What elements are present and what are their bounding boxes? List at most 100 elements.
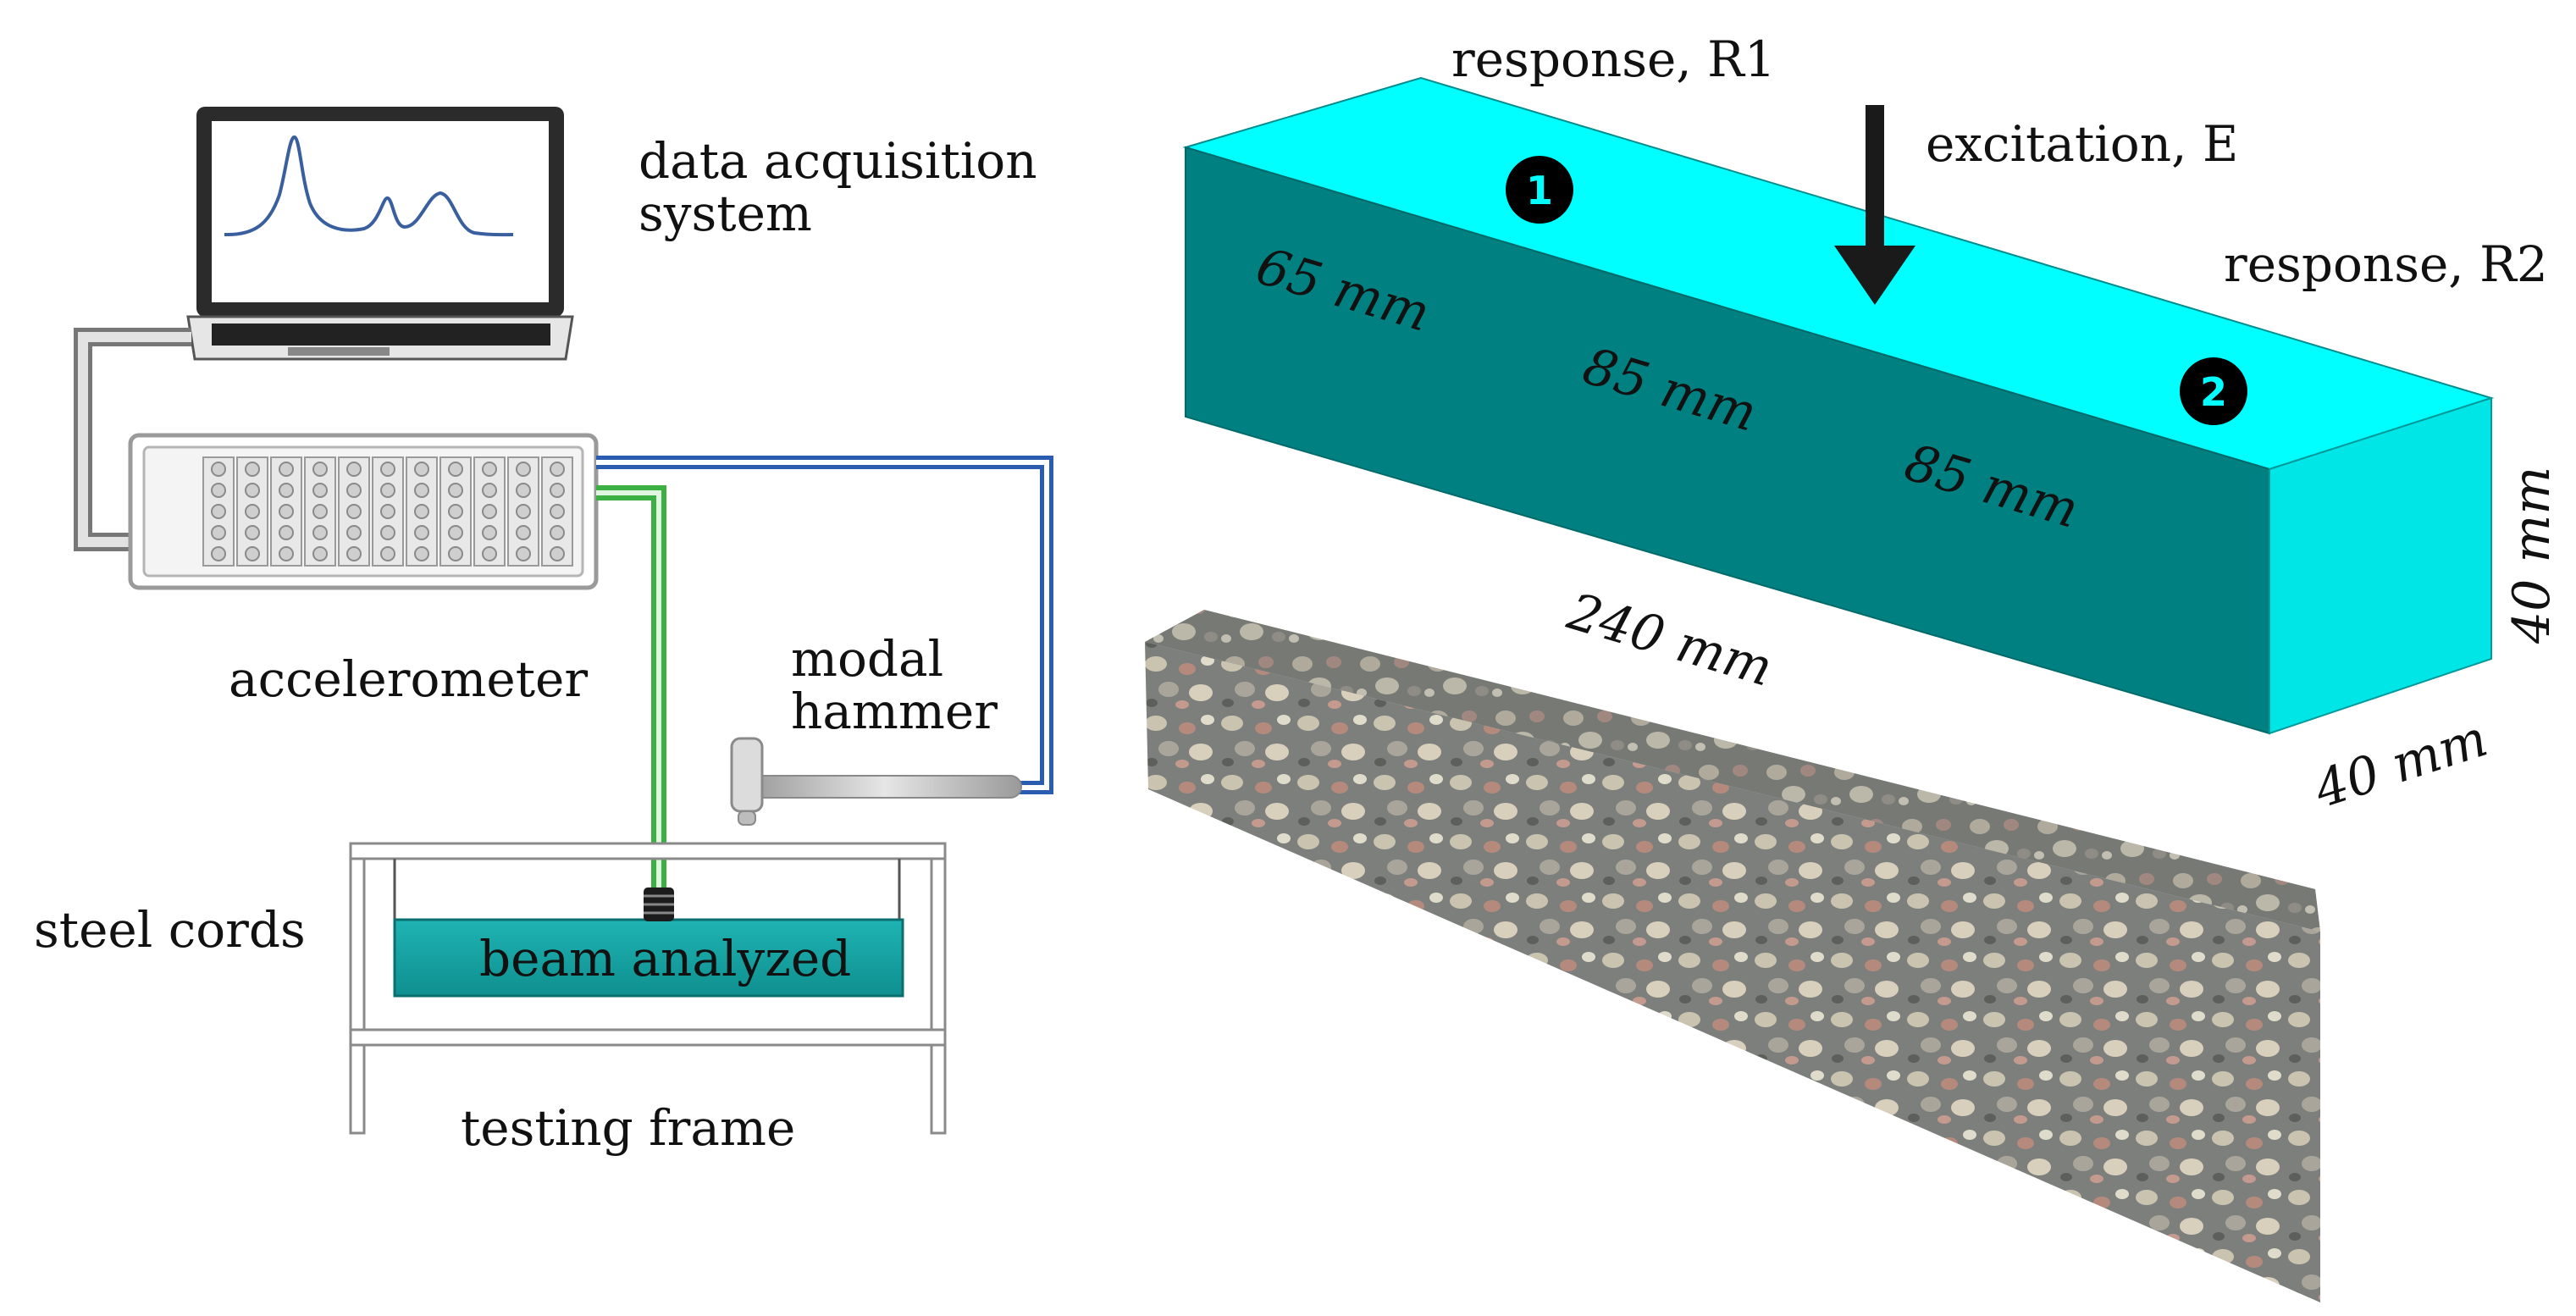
daq-connector (380, 546, 395, 561)
daq-connector (482, 462, 497, 477)
daq-connector (380, 462, 395, 477)
daq-connector (346, 462, 362, 477)
daq-connector (550, 546, 565, 561)
daq-connector (279, 462, 294, 477)
daq-connector (245, 462, 260, 477)
frame-left-post (349, 842, 366, 1135)
daq-connector (245, 525, 260, 540)
frame-right-post (930, 842, 947, 1135)
daq-connector (245, 483, 260, 498)
daq-connector (482, 546, 497, 561)
response-marker-2: 2 (2180, 357, 2247, 425)
daq-connector (279, 525, 294, 540)
label-accelerometer: accelerometer (229, 650, 588, 708)
daq-connector (312, 483, 328, 498)
beam-analyzed-shape (393, 918, 904, 998)
daq-connector (346, 504, 362, 519)
daq-connector (448, 483, 463, 498)
daq-connector (414, 504, 429, 519)
label-daq-1: data acquisition (638, 132, 1037, 190)
daq-connector (516, 504, 531, 519)
daq-connector (380, 525, 395, 540)
hammer-tip (738, 810, 756, 826)
dim-40mm-height: 40 mm (2502, 467, 2562, 644)
daq-connector (482, 525, 497, 540)
label-response-r1: response, R1 (1451, 30, 1776, 88)
daq-connector (448, 462, 463, 477)
daq-connector (448, 546, 463, 561)
hammer-icon (730, 737, 1022, 826)
marker-2-number: 2 (2200, 369, 2227, 415)
daq-connector (346, 546, 362, 561)
marker-1-circle (1506, 156, 1573, 224)
dim-40mm-width: 40 mm (2307, 709, 2495, 821)
blue-cable-inner (596, 460, 1049, 790)
green-cable-inner (596, 490, 661, 889)
daq-connector (211, 504, 226, 519)
daq-connector (448, 525, 463, 540)
daq-connector (516, 462, 531, 477)
beam-3d-model (1182, 76, 2495, 735)
daq-connector (414, 483, 429, 498)
laptop-icon (186, 107, 574, 361)
testing-frame-icon (349, 842, 947, 1135)
daq-connector (414, 462, 429, 477)
daq-connector (312, 525, 328, 540)
beam-end-face (2269, 396, 2492, 735)
marker-2-circle (2180, 357, 2247, 425)
daq-channel-columns (202, 456, 573, 567)
daq-connector (550, 483, 565, 498)
daq-connector (516, 525, 531, 540)
daq-connector (312, 546, 328, 561)
marker-1-number: 1 (1526, 168, 1553, 213)
accelerometer-icon (644, 887, 674, 921)
daq-connector (312, 462, 328, 477)
daq-connector (312, 504, 328, 519)
hammer-handle (748, 775, 1022, 799)
daq-connector (346, 525, 362, 540)
daq-connector (279, 504, 294, 519)
label-testing-frame: testing frame (461, 1099, 795, 1157)
down-arrow-icon (1834, 105, 1915, 305)
daq-connector (414, 546, 429, 561)
daq-connector (211, 525, 226, 540)
gray-cable-inner (78, 332, 191, 547)
daq-connector (482, 483, 497, 498)
daq-module-icon (128, 433, 599, 590)
daq-connector (245, 504, 260, 519)
daq-connector (414, 525, 429, 540)
laptop-keyboard (212, 323, 550, 346)
dim-240mm: 240 mm (1561, 582, 1779, 699)
daq-connector (550, 504, 565, 519)
daq-connector (279, 546, 294, 561)
spectrum-curve (224, 135, 514, 237)
daq-connector (550, 462, 565, 477)
excitation-arrow-shaft (1866, 105, 1884, 252)
daq-connector (482, 504, 497, 519)
green-cable-outer (596, 485, 666, 889)
concrete-beam-photo (1145, 610, 2320, 1302)
laptop-trackpad (288, 347, 390, 356)
frame-top-bar (349, 842, 947, 860)
label-steel-cords: steel cords (34, 901, 306, 959)
daq-connector (245, 546, 260, 561)
response-marker-1: 1 (1506, 156, 1573, 224)
daq-connector (211, 483, 226, 498)
frame-bottom-bar (349, 1028, 947, 1047)
daq-connector (346, 483, 362, 498)
label-beam-analyzed: beam analyzed (479, 930, 851, 987)
daq-connector (279, 483, 294, 498)
excitation-arrow-head (1834, 246, 1915, 305)
label-daq-2: system (638, 185, 812, 242)
label-excitation: excitation, E (1926, 115, 2238, 173)
daq-connector (448, 504, 463, 519)
label-hammer-2: hammer (791, 683, 998, 740)
daq-connector (211, 462, 226, 477)
daq-connector (211, 546, 226, 561)
concrete-front-face (1145, 642, 2320, 1302)
concrete-top-texture (1145, 610, 2320, 932)
label-hammer-1: modal (791, 630, 943, 688)
daq-connector (380, 504, 395, 519)
